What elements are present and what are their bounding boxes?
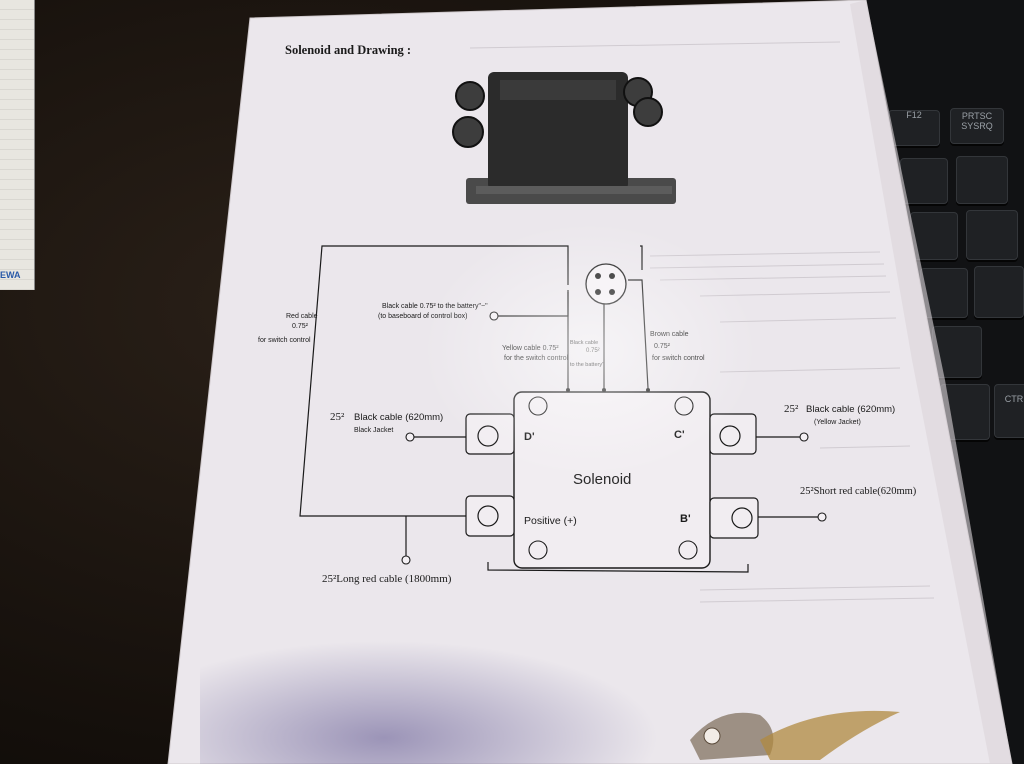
key-prtsc-label: PRTSC: [961, 111, 993, 121]
red-cable-label: Red cable: [286, 313, 318, 320]
terminal-b-label: B': [680, 513, 691, 525]
key-row2-a: [900, 158, 948, 204]
long-red-cable-label: 25²Long red cable (1800mm): [322, 573, 452, 585]
right-black-cable-label: Black cable (620mm): [806, 404, 895, 415]
paper-edge: [850, 0, 1012, 764]
solenoid-label: Solenoid: [573, 471, 631, 488]
terminal-positive-label: Positive (+): [524, 515, 577, 527]
yellow-cable-use: for the switch control: [504, 355, 569, 362]
brand-logo: [690, 710, 900, 760]
red-cable-use: for switch control: [258, 337, 311, 344]
key-prtsc: PRTSC SYSRQ: [950, 108, 1004, 144]
heading: Solenoid and Drawing :: [285, 43, 411, 57]
left-black-cable-label: Black cable (620mm): [354, 412, 443, 423]
key-row4-b: [974, 266, 1024, 318]
left-cable-size: 25²: [330, 411, 345, 423]
terminal-positive: [477, 505, 499, 527]
right-yellow-jacket-label: (Yellow Jacket): [814, 419, 861, 426]
key-ctrl: CTR: [994, 384, 1024, 438]
brown-cable-use: for switch control: [652, 355, 705, 362]
key-sysrq-label: SYSRQ: [961, 120, 993, 131]
key-f12: F12: [888, 110, 940, 146]
left-black-jacket-label: Black Jacket: [354, 427, 393, 434]
black-cable-small-label: Black cable: [570, 340, 598, 346]
notepad-edge: EWA: [0, 0, 35, 290]
terminal-d-label: D': [524, 431, 535, 443]
yellow-cable-label: Yellow cable 0.75²: [502, 345, 559, 352]
terminal-b: [731, 507, 753, 529]
black-cable-small-use: to the battery": [570, 362, 604, 368]
black-cable-top-label: Black cable 0.75² to the battery"−": [382, 303, 488, 310]
right-cable-size: 25²: [784, 403, 799, 415]
terminal-c-label: C': [674, 429, 685, 441]
key-row3-b: [966, 210, 1018, 260]
brown-cable-label: Brown cable: [650, 331, 689, 338]
short-red-cable-label: 25²Short red cable(620mm): [800, 486, 917, 497]
red-cable-size: 0.75²: [292, 323, 309, 330]
black-cable-top-sub: (to baseboard of control box): [378, 313, 468, 320]
solenoid-photo: [452, 72, 676, 204]
notepad-logo: EWA: [0, 270, 21, 280]
key-row2-b: [956, 156, 1008, 204]
brown-cable-size: 0.75²: [654, 343, 671, 350]
control-connector: [585, 263, 627, 305]
black-cable-small-size: 0.75²: [586, 348, 600, 354]
